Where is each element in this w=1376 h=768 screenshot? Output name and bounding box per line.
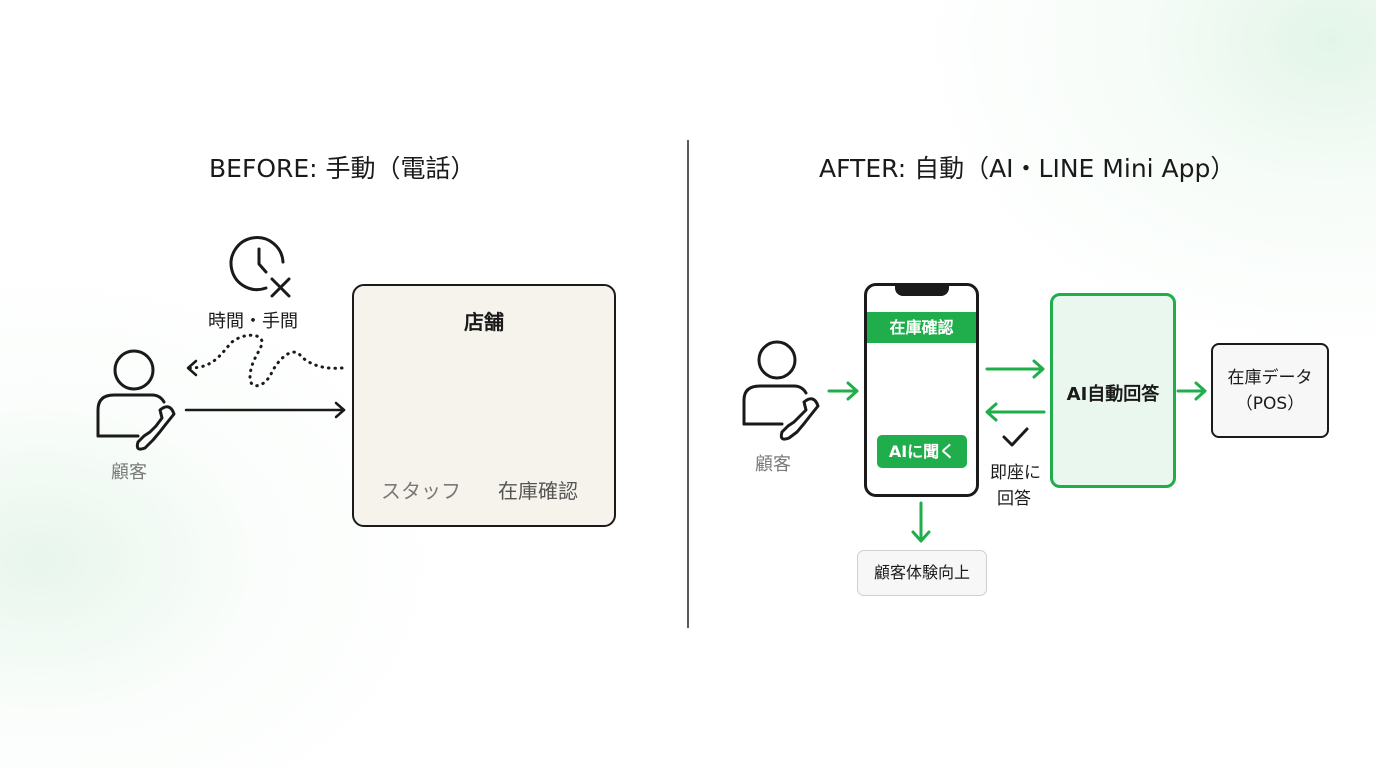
store-box: 店舗 <box>352 284 616 527</box>
phone-notch <box>895 285 949 296</box>
section-divider <box>687 140 689 628</box>
ai-auto-reply-box: AI自動回答 <box>1050 293 1176 488</box>
before-customer-label: 顧客 <box>111 462 147 483</box>
ask-ai-button[interactable]: AIに聞く <box>877 435 967 468</box>
after-title: AFTER: 自動（AI・LINE Mini App） <box>819 154 1236 183</box>
before-title: BEFORE: 手動（電話） <box>209 154 476 183</box>
staff-label: スタッフ <box>381 479 461 503</box>
customer-experience-box: 顧客体験向上 <box>857 550 987 596</box>
after-person-icon <box>742 340 808 426</box>
ai-auto-reply-label: AI自動回答 <box>1066 384 1160 405</box>
phone-header: 在庫確認 <box>867 312 976 343</box>
pos-label: （POS） <box>1235 393 1305 414</box>
instant-reply-line2: 回答 <box>997 489 1031 509</box>
check-icon <box>1002 427 1029 447</box>
after-phone-handset-icon <box>779 397 820 441</box>
clock-x-icon <box>229 236 291 298</box>
green-arrows <box>827 359 1207 543</box>
phone-handset-icon <box>135 405 176 451</box>
smartphone: 在庫確認 AIに聞く <box>864 283 979 497</box>
inventory-check-label: 在庫確認 <box>498 479 578 503</box>
after-customer-label: 顧客 <box>755 454 791 475</box>
time-cost-label: 時間・手間 <box>208 311 298 332</box>
dotted-return-arrow <box>188 333 344 388</box>
inventory-data-box: 在庫データ （POS） <box>1211 343 1329 438</box>
instant-reply-line1: 即座に <box>990 463 1041 483</box>
request-arrow <box>184 401 346 419</box>
store-title: 店舗 <box>464 310 504 334</box>
person-icon <box>96 349 166 438</box>
inventory-data-label: 在庫データ <box>1227 367 1313 388</box>
